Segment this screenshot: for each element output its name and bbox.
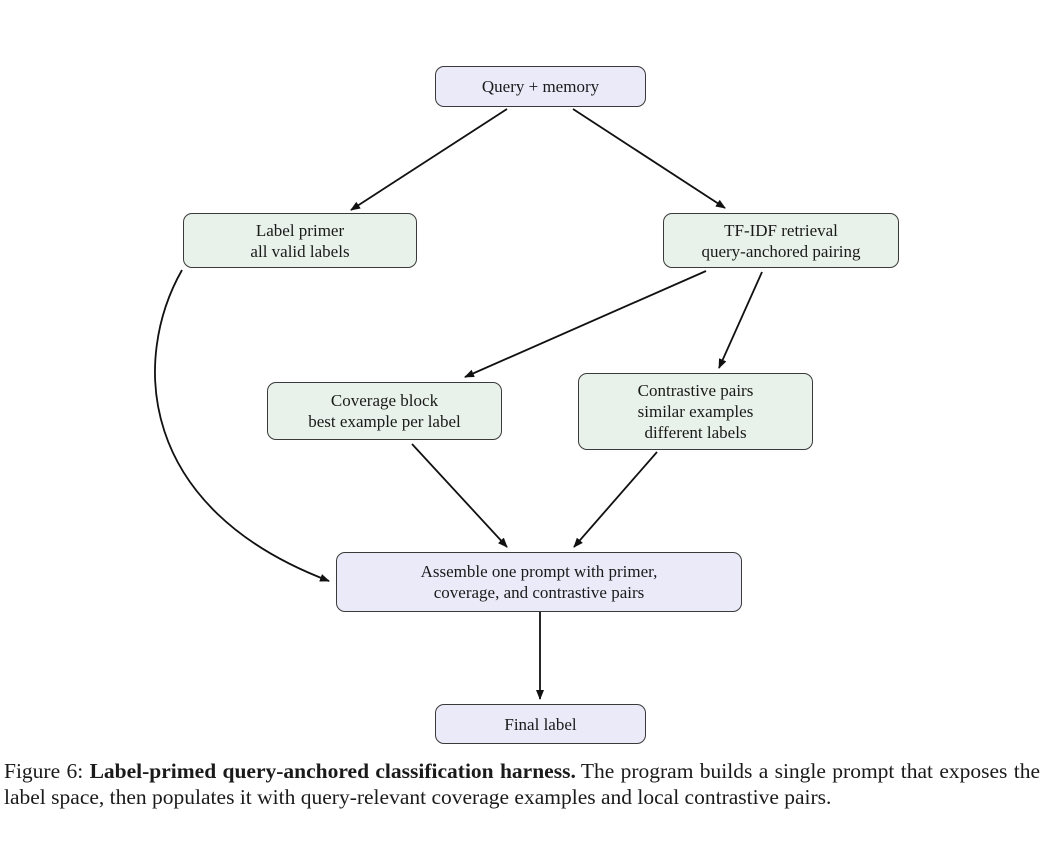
node-line: Query + memory (481, 77, 600, 96)
node-assemble-prompt: Assemble one prompt with primer, coverag… (336, 552, 742, 612)
node-line: best example per label (308, 412, 461, 431)
node-label-primer: Label primer all valid labels (183, 213, 417, 268)
node-line: TF-IDF retrieval (724, 220, 838, 240)
caption-body-text: The program builds a single prompt that … (4, 759, 1041, 809)
node-line: Coverage block (330, 391, 439, 410)
figure-caption: Figure 6: Label-primed query-anchored cl… (0, 758, 1044, 810)
edge-contrastive-to-assemble (573, 451, 658, 548)
node-coverage-block: Coverage block best example per label (267, 382, 502, 440)
node-line: similar examples (637, 402, 754, 421)
node-line: Contrastive pairs (637, 381, 754, 400)
node-line: query-anchored pairing (701, 241, 861, 261)
edge-coverage-to-assemble (411, 443, 508, 548)
node-final-label: Final label (435, 704, 646, 744)
node-line: coverage, and contrastive pairs (433, 583, 645, 602)
node-tfidf-retrieval: TF-IDF retrieval query-anchored pairing (663, 213, 899, 268)
caption-bold-title: Label-primed query-anchored classificati… (89, 759, 576, 783)
node-line: Label primer (255, 220, 345, 240)
node-line: all valid labels (250, 241, 350, 261)
node-line: different labels (644, 423, 747, 442)
node-query-memory: Query + memory (435, 66, 646, 107)
node-line: Assemble one prompt with primer, (420, 562, 658, 581)
node-contrastive-pairs: Contrastive pairs similar examples diffe… (578, 373, 813, 450)
edge-query-to-tfidf (572, 108, 726, 209)
caption-figure-number: Figure 6: (4, 759, 90, 783)
edge-query-to-primer (350, 108, 508, 211)
node-line: Final label (504, 714, 577, 734)
edge-tfidf-to-coverage (464, 270, 707, 378)
edge-tfidf-to-contrastive (718, 271, 763, 369)
